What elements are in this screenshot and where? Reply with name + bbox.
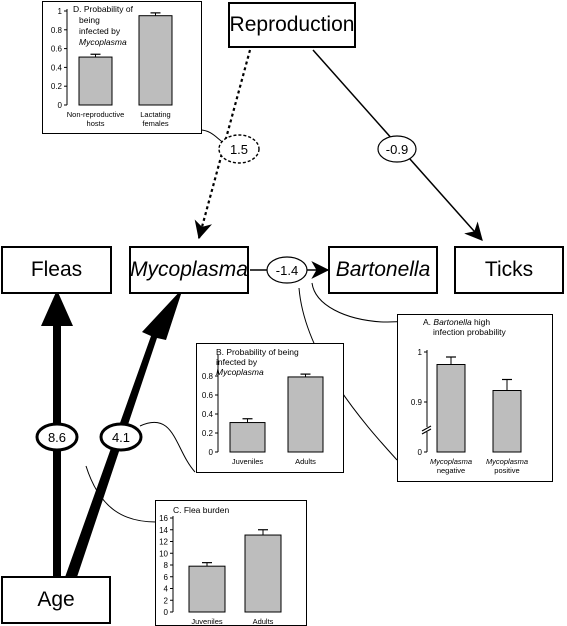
panel-d-category-label: hosts [87,119,105,128]
panel-c-category-label: Juveniles [191,617,223,626]
panel-d-tick-label: 0 [58,101,63,110]
node-mycoplasma: Mycoplasma [129,246,249,294]
reproduction-to-mycoplasma-arrow [194,49,252,240]
panel-a-title-line: infection probability [433,327,507,337]
panel-c-tick-label: 2 [164,596,169,605]
panel-c-bar [188,565,226,613]
panel-c-tick-label: 16 [159,514,168,523]
node-fleas: Fleas [1,246,112,294]
panel-d-category-label: Lactating [140,110,170,119]
panel-b-tick-label: 0.6 [202,391,214,400]
panel-d-tick-label: 0.8 [51,26,63,35]
panel-a-tick-label: 0.9 [411,398,423,407]
panel-c-bar [244,534,282,613]
callout-b-curve [139,421,196,473]
node-ticks: Ticks [454,246,564,294]
panel-c-frame [155,500,307,626]
panel-b-title-line: infected by [216,357,258,367]
panel-a-category-label: Mycoplasma [486,457,528,466]
panel-b-title-line: Mycoplasma [216,367,264,377]
panel-c-tick-label: 14 [159,526,168,535]
panel-d-category-label: females [142,119,169,128]
panel-a-bar [436,364,466,453]
panel-d-category-label: Non-reproductive [67,110,125,119]
panel-b-tick-label: 0.2 [202,429,214,438]
panel-d-tick-label: 0.6 [51,45,63,54]
panel-a-axis-break-mark [421,425,432,432]
panel-b-category-label: Adults [295,457,316,466]
panel-a-category-label: negative [437,466,465,475]
panel-d-tick-label: 1 [58,7,63,16]
panel-a-category-label: Mycoplasma [430,457,472,466]
panel-c-tick-label: 6 [164,573,169,582]
panel-b-category-label: Juveniles [232,457,264,466]
panel-c-tick-label: 8 [164,561,169,570]
panel-a-category-label: positive [494,466,519,475]
panel-a-bar [492,390,522,453]
node-age: Age [1,576,111,624]
panel-a-frame [397,314,553,482]
panel-d-tick-label: 0.4 [51,63,63,72]
panel-c-title-line: C. Flea burden [173,505,229,515]
age-to-fleas-arrow [41,290,73,585]
panel-b-tick-label: 0 [209,448,214,457]
panel-b-bar [229,422,266,453]
reproduction-to-ticks-arrow [312,49,483,241]
panel-d-bar [78,56,113,106]
panel-d-title-line: infected by [79,26,121,36]
panel-a-tick-label: 0 [418,448,423,457]
panel-a-tick-label: 1 [418,348,423,357]
panel-d-title-line: being [79,15,100,25]
node-bartonella: Bartonella [328,246,438,294]
panel-a-title-line: A. Bartonella high [423,317,490,327]
panel-b-tick-label: 0.8 [202,372,214,381]
panel-b-tick-label: 0.4 [202,410,214,419]
panel-d-frame [42,1,202,134]
panel-c-tick-label: 12 [159,538,168,547]
panel-c-category-label: Adults [253,617,274,626]
panel-c-tick-label: 4 [164,585,169,594]
panel-d-tick-label: 0.2 [51,82,63,91]
panel-a-axis-break-mark [421,428,432,435]
panel-b-title-line: B. Probability of being [216,347,299,357]
panel-d-bar [138,15,173,106]
panel-c-tick-label: 0 [164,608,169,617]
panel-d-title-line: D. Probability of [73,4,134,14]
panel-c-tick-label: 10 [159,549,168,558]
node-reproduction: Reproduction [228,2,356,48]
callout-c-curve [85,465,157,523]
panel-b-bar [287,376,324,453]
panel-d-title-line: Mycoplasma [79,37,127,47]
panel-a-axis-break-gap [422,427,432,432]
